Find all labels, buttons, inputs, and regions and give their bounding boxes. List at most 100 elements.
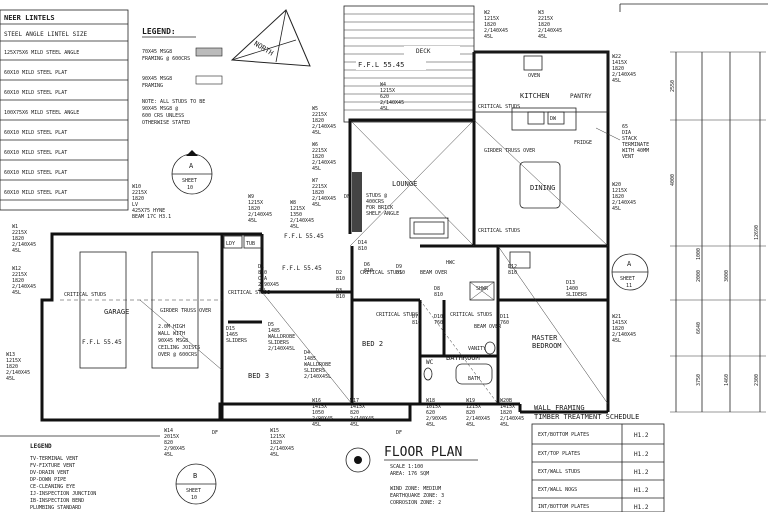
section-letter: A: [189, 162, 194, 170]
svg-text:1820: 1820: [312, 118, 324, 124]
door-label: D10 760: [434, 314, 443, 326]
svg-text:D7: D7: [412, 314, 418, 320]
svg-text:1820: 1820: [538, 22, 550, 28]
schedule-title: TIMBER TREATMENT SCHEDULE: [534, 413, 639, 421]
schedule-row-value: H1.2: [634, 469, 649, 476]
plan-scale: SCALE 1:100: [390, 464, 423, 470]
svg-text:W5: W5: [312, 106, 318, 112]
svg-text:W8: W8: [290, 200, 296, 206]
svg-text:SLIDERS: SLIDERS: [268, 340, 289, 346]
svg-text:D10: D10: [434, 314, 443, 320]
room-label-bed3: BED 3: [248, 372, 269, 380]
svg-text:1820: 1820: [612, 194, 624, 200]
svg-text:W19: W19: [466, 398, 475, 404]
shower: [469, 281, 495, 301]
room-label-bed2: BED 2: [362, 340, 383, 348]
svg-text:2/140X45: 2/140X45: [312, 124, 336, 130]
brick-studs-note: FOR BRICK: [366, 205, 393, 211]
room-label-ldy: LDY: [226, 241, 235, 247]
svg-text:1415X: 1415X: [612, 320, 627, 326]
lintel-row: 60X10 MILD STEEL PLAT: [4, 130, 67, 136]
svg-text:D3: D3: [336, 288, 342, 294]
plan-area: AREA: 176 SQM: [390, 471, 429, 477]
garage-wall-note: OVER @ 600CRS: [158, 352, 197, 358]
treatment-schedule: WALL FRAMING TIMBER TREATMENT SCHEDULE E…: [531, 404, 665, 512]
svg-text:45L: 45L: [538, 34, 547, 40]
schedule-row-label: EXT/WALL NOGS: [538, 487, 577, 493]
svg-text:W20B: W20B: [500, 398, 512, 404]
svg-text:2/140X45: 2/140X45: [484, 28, 508, 34]
dimension-text: 6640: [696, 322, 702, 334]
svg-text:1820: 1820: [270, 440, 282, 446]
door-label: D6 810: [364, 262, 373, 274]
svg-text:2/90X45: 2/90X45: [164, 446, 185, 452]
lintel-table-title: NEER LINTELS: [4, 14, 55, 22]
fixture-oven: OVEN: [528, 73, 540, 79]
fixture-dw: DW: [550, 116, 557, 122]
svg-text:1820: 1820: [312, 154, 324, 160]
svg-text:W17: W17: [350, 398, 359, 404]
svg-text:D6: D6: [364, 262, 370, 268]
dimension-text: 3750: [696, 374, 702, 386]
kitchen-dining: OVEN KITCHEN PANTRY DW FRIDGE CRITICAL S…: [473, 51, 609, 247]
svg-text:W6: W6: [312, 142, 318, 148]
window-label: W20 1215X 1820 2/140X45 45L: [612, 182, 636, 212]
dimension-text: 1000: [696, 248, 702, 260]
section-num: 11: [626, 283, 632, 289]
svg-text:45L: 45L: [466, 422, 475, 428]
svg-text:2/140X45: 2/140X45: [312, 160, 336, 166]
svg-text:2/90X45: 2/90X45: [258, 282, 279, 288]
dimension-text: 2550: [670, 80, 676, 92]
svg-text:45L: 45L: [612, 338, 621, 344]
svg-text:D12: D12: [508, 264, 517, 270]
svg-text:810: 810: [336, 294, 345, 300]
wardrobe: [509, 251, 531, 269]
room-label-dining: DINING: [530, 184, 555, 192]
svg-text:810: 810: [336, 276, 345, 282]
svg-text:45L: 45L: [270, 452, 279, 458]
svg-text:810: 810: [358, 246, 367, 252]
door-label: D1 810 C/A 2/90X45 45L: [258, 264, 279, 294]
critical-studs-note: CRITICAL STUDS: [450, 312, 492, 318]
svg-text:1485: 1485: [304, 356, 316, 362]
legend-text: 90X45 MSG8: [142, 76, 172, 82]
window-label: W5 2215X 1820 2/140X45 45L: [312, 106, 336, 136]
w10-line: 2215X: [132, 190, 147, 196]
svg-text:45L: 45L: [290, 224, 299, 230]
svg-text:2/140X45: 2/140X45: [270, 446, 294, 452]
svg-text:1215X: 1215X: [466, 404, 481, 410]
svg-text:1215X: 1215X: [6, 358, 21, 364]
dimension-strings: 2550 4000 1000 2000 3000 6640 12690 3750…: [670, 51, 766, 413]
w10-line: 1820: [132, 196, 144, 202]
svg-text:620: 620: [380, 94, 389, 100]
svg-text:1820: 1820: [500, 410, 512, 416]
svg-text:1485: 1485: [268, 328, 280, 334]
fixture-hwc: HWC: [446, 260, 455, 266]
window-label: W4 1215X 620 2/140X45 45L: [380, 82, 404, 112]
room-label-pantry: PANTRY: [570, 93, 592, 100]
beam-note: BEAM OVER: [474, 324, 502, 330]
door-label: D2 810: [336, 270, 345, 282]
svg-text:45L: 45L: [248, 218, 257, 224]
critical-studs-note: CRITICAL STUDS: [360, 270, 402, 276]
room-label-bathroom: BATHROOM: [446, 354, 480, 362]
downpipe-label: DF: [344, 194, 350, 200]
window-label: W19 1215X 820 2/140X45 45L: [466, 398, 490, 428]
svg-text:W4: W4: [380, 82, 386, 88]
sheet-border-corner: [619, 3, 768, 12]
level-deck: F.F.L 55.45: [358, 61, 404, 69]
svg-text:810: 810: [412, 320, 421, 326]
schedule-row-label: EXT/TOP PLATES: [538, 451, 580, 457]
window-label: W1 2215X 1820 2/140X45 45L: [12, 224, 36, 254]
schedule-row-value: H1.2: [634, 451, 649, 458]
framing-legend: LEGEND: 70X45 MSG8 FRAMING @ 600CRS 90X4…: [142, 27, 223, 126]
lintel-row: 60X10 MILD STEEL PLAT: [4, 150, 67, 156]
window-label: W7 2215X 1820 2/140X45 45L: [312, 178, 336, 208]
window-labels: W1 2215X 1820 2/140X45 45L W12 2215X 182…: [6, 10, 636, 458]
svg-text:2/140X45: 2/140X45: [612, 200, 636, 206]
room-label-kitchen: KITCHEN: [520, 92, 550, 100]
svg-text:620: 620: [426, 410, 435, 416]
room-label-lounge: LOUNGE: [392, 180, 417, 188]
legend-item: CE-CLEANING EYE: [30, 484, 75, 490]
legend-note: 600 CRS UNLESS: [142, 113, 184, 119]
